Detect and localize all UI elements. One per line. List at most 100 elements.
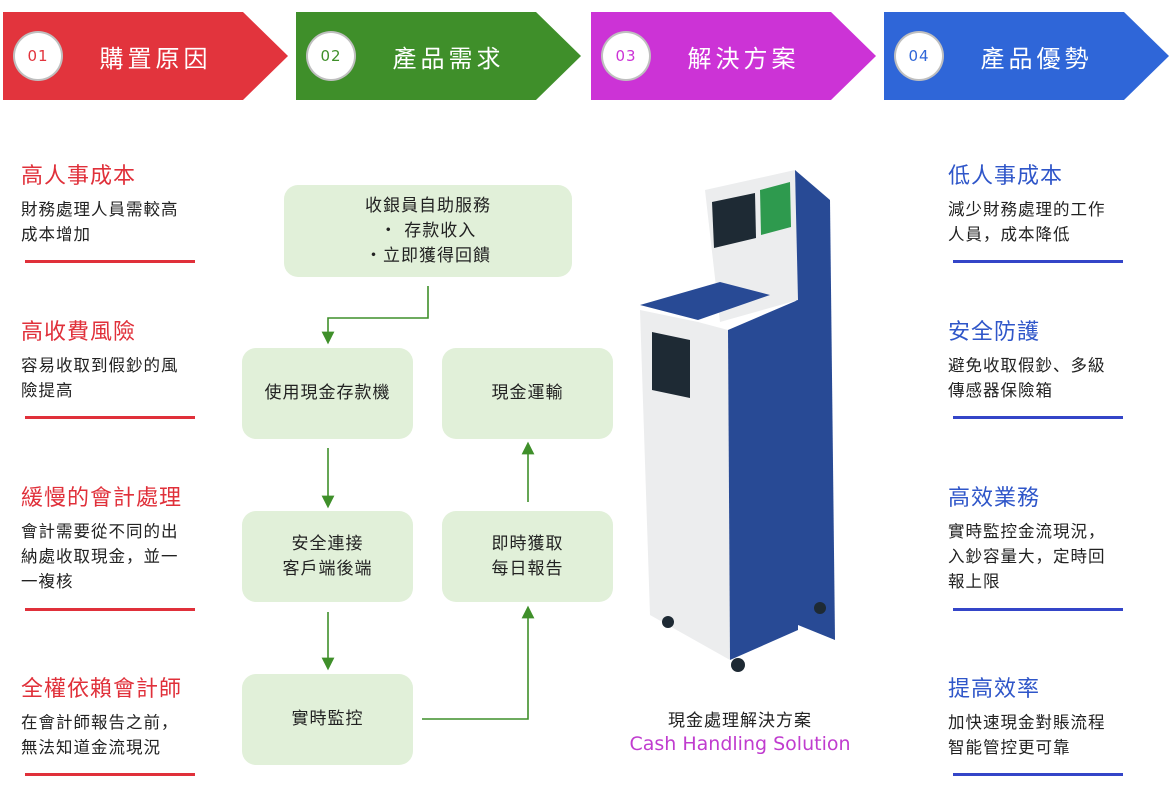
machine-deposit-slot	[652, 332, 690, 398]
reason-item-2: 高收費風險 容易收取到假鈔的風 險提高	[21, 319, 201, 403]
advantage-desc: 加快速現金對賬流程 智能管控更可靠	[948, 710, 1128, 760]
flow-box-secure-connection: 安全連接 客戶端後端	[242, 511, 413, 602]
advantage-desc-line: 傳感器保險箱	[948, 381, 1053, 400]
step-arrow-fill	[591, 12, 876, 100]
reason-underline	[25, 608, 195, 611]
step-arrow-shape	[3, 12, 288, 100]
step-banner-3: 03 解決方案	[591, 12, 876, 100]
reason-desc-line: 險提高	[21, 381, 74, 400]
step-number: 01	[13, 31, 63, 81]
flow-box-line: 實時監控	[291, 709, 364, 729]
step-arrow-shape	[296, 12, 581, 100]
reason-underline	[25, 260, 195, 263]
flow-box-deposit-machine: 使用現金存款機	[242, 348, 413, 439]
flow-box-line: 即時獲取	[491, 533, 564, 554]
advantage-desc-line: 實時監控金流現況，	[948, 522, 1106, 541]
reason-desc-line: 在會計師報告之前，	[21, 713, 179, 732]
reason-underline	[25, 416, 195, 419]
reason-desc-line: 財務處理人員需較高	[21, 200, 179, 219]
reason-desc: 財務處理人員需較高 成本增加	[21, 197, 201, 247]
machine-wheel	[814, 602, 826, 614]
reason-desc-line: 成本增加	[21, 225, 91, 244]
reason-desc-line: 容易收取到假鈔的風	[21, 356, 179, 375]
connector-top-to-deposit	[321, 286, 429, 345]
flow-box-line: ・立即獲得回饋	[365, 245, 491, 266]
advantage-desc: 避免收取假鈔、多級 傳感器保險箱	[948, 353, 1128, 403]
advantage-title: 低人事成本	[948, 164, 1064, 189]
reason-desc-line: 一複核	[21, 572, 74, 591]
step-arrow-shape	[884, 12, 1169, 100]
advantage-underline	[953, 773, 1123, 776]
flow-box-line: ・ 存款收入	[379, 220, 477, 241]
advantage-title: 提高效率	[948, 677, 1041, 702]
solution-caption-zh: 現金處理解決方案	[668, 711, 812, 731]
reason-desc: 會計需要從不同的出 納處收取現金，並一 一複核	[21, 519, 201, 594]
flow-connector-group	[321, 286, 535, 720]
reason-desc-line: 無法知道金流現況	[21, 738, 161, 757]
step-label: 解決方案	[687, 44, 800, 73]
flow-box-line: 安全連接	[291, 533, 364, 554]
advantage-desc-line: 避免收取假鈔、多級	[948, 356, 1106, 375]
solution-caption-en: Cash Handling Solution	[629, 733, 851, 755]
reason-item-4: 全權依賴會計師 在會計師報告之前， 無法知道金流現況	[21, 676, 201, 760]
step-label: 產品優勢	[980, 44, 1093, 73]
step-arrow-fill	[3, 12, 288, 100]
machine-screen	[712, 193, 756, 248]
flow-box-daily-report: 即時獲取 每日報告	[442, 511, 613, 602]
flow-box-line: 使用現金存款機	[264, 383, 391, 403]
advantage-underline	[953, 416, 1123, 419]
flow-box-line: 客戶端後端	[282, 558, 373, 579]
advantage-item-3: 高效業務 實時監控金流現況， 入鈔容量大，定時回 報上限	[948, 485, 1128, 594]
step-number: 04	[894, 31, 944, 81]
connector-monitor-to-report	[422, 605, 535, 720]
reason-desc: 容易收取到假鈔的風 險提高	[21, 353, 201, 403]
advantage-desc-line: 加快速現金對賬流程	[948, 713, 1106, 732]
advantage-desc: 減少財務處理的工作 人員，成本降低	[948, 197, 1128, 247]
reason-item-1: 高人事成本 財務處理人員需較高 成本增加	[21, 163, 201, 247]
advantage-desc-line: 人員，成本降低	[948, 225, 1071, 244]
advantage-desc-line: 減少財務處理的工作	[948, 200, 1106, 219]
cash-deposit-machine-illustration	[640, 170, 835, 672]
advantage-underline	[953, 260, 1123, 263]
advantage-item-4: 提高效率 加快速現金對賬流程 智能管控更可靠	[948, 676, 1128, 760]
step-banner-1: 01 購置原因	[3, 12, 288, 100]
step-banner-2: 02 產品需求	[296, 12, 581, 100]
flow-box-realtime-monitor: 實時監控	[242, 674, 413, 765]
machine-wheel	[662, 616, 674, 628]
step-number: 03	[601, 31, 651, 81]
reason-item-3: 緩慢的會計處理 會計需要從不同的出 納處收取現金，並一 一複核	[21, 485, 201, 594]
reason-title: 高人事成本	[21, 164, 137, 189]
advantage-item-1: 低人事成本 減少財務處理的工作 人員，成本降低	[948, 163, 1128, 247]
machine-counter-top	[640, 282, 770, 320]
advantage-item-2: 安全防護 避免收取假鈔、多級 傳感器保險箱	[948, 319, 1128, 403]
step-arrow-shape	[591, 12, 876, 100]
advantage-underline	[953, 608, 1123, 611]
flow-box-line: 每日報告	[491, 558, 564, 579]
reason-desc-line: 納處收取現金，並一	[21, 547, 179, 566]
flow-box-cash-transport: 現金運輸	[442, 348, 613, 439]
reason-desc: 在會計師報告之前， 無法知道金流現況	[21, 710, 201, 760]
reason-underline	[25, 773, 195, 776]
flow-box-line: 收銀員自助服務	[365, 195, 491, 216]
step-arrow-fill	[884, 12, 1169, 100]
reason-desc-line: 會計需要從不同的出	[21, 522, 179, 541]
step-banner-4: 04 產品優勢	[884, 12, 1169, 100]
machine-lower-panel	[728, 300, 798, 660]
machine-front-body	[640, 310, 730, 660]
advantage-title: 安全防護	[948, 320, 1041, 345]
machine-wheel	[731, 658, 745, 672]
advantage-desc: 實時監控金流現況， 入鈔容量大，定時回 報上限	[948, 519, 1128, 594]
advantage-desc-line: 報上限	[948, 572, 1001, 591]
advantage-title: 高效業務	[948, 486, 1041, 511]
reason-title: 全權依賴會計師	[21, 677, 183, 702]
flow-box-line: 現金運輸	[491, 383, 564, 403]
step-number: 02	[306, 31, 356, 81]
advantage-desc-line: 智能管控更可靠	[948, 738, 1071, 757]
flow-box-cashier-self-service: 收銀員自助服務 ・ 存款收入 ・立即獲得回饋	[284, 185, 572, 277]
step-arrow-fill	[296, 12, 581, 100]
step-label: 產品需求	[392, 44, 505, 73]
step-label: 購置原因	[99, 44, 212, 73]
machine-side-panel	[795, 170, 835, 640]
advantage-desc-line: 入鈔容量大，定時回	[948, 547, 1106, 566]
